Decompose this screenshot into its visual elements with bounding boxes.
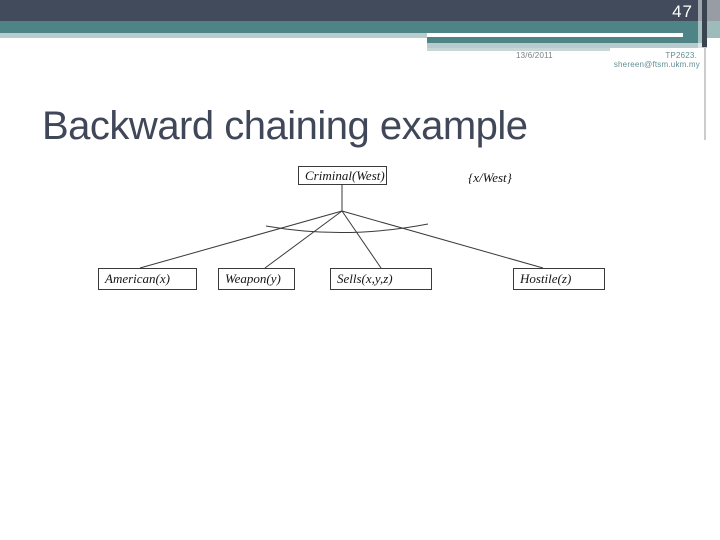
header-dark-band bbox=[0, 0, 720, 21]
node-weapon-label: Weapon(y) bbox=[225, 271, 281, 286]
header-teal-band bbox=[0, 21, 720, 33]
header-pale-step-1 bbox=[427, 43, 707, 48]
node-criminal-label: Criminal(West) bbox=[305, 167, 385, 183]
corner-tail-line bbox=[704, 47, 706, 140]
edge-root-american bbox=[139, 210, 343, 269]
corner-stripe-light-1 bbox=[698, 0, 702, 48]
corner-stripe-dark bbox=[702, 0, 707, 47]
slide-date: 13/6/2011 bbox=[516, 51, 553, 60]
edge-root-sells bbox=[341, 210, 382, 269]
slide-number: 47 bbox=[672, 2, 693, 21]
corner-stripe-light-2 bbox=[707, 0, 720, 38]
node-hostile: Hostile(z) bbox=[513, 268, 605, 290]
edge-root-hostile bbox=[341, 210, 544, 269]
corner-stripe-cap bbox=[707, 38, 720, 51]
substitution-label: {x/West} bbox=[468, 170, 512, 185]
node-american: American(x) bbox=[98, 268, 197, 290]
node-hostile-label: Hostile(z) bbox=[520, 271, 572, 286]
edge-root-weapon bbox=[264, 210, 343, 269]
header-teal-step-right bbox=[427, 33, 720, 43]
node-american-label: American(x) bbox=[105, 271, 170, 286]
node-sells: Sells(x,y,z) bbox=[330, 268, 432, 290]
header-pale-strip-left bbox=[0, 33, 428, 38]
node-weapon: Weapon(y) bbox=[218, 268, 295, 290]
course-code: TP2623. bbox=[665, 51, 697, 60]
header-pale-step-2 bbox=[427, 48, 610, 51]
header-white-gap-line bbox=[427, 33, 683, 37]
page-title: Backward chaining example bbox=[42, 104, 528, 148]
node-criminal: Criminal(West) bbox=[298, 166, 387, 185]
and-arc bbox=[265, 223, 429, 234]
author-email: shereen@ftsm.ukm.my bbox=[613, 60, 700, 69]
node-sells-label: Sells(x,y,z) bbox=[337, 271, 393, 286]
